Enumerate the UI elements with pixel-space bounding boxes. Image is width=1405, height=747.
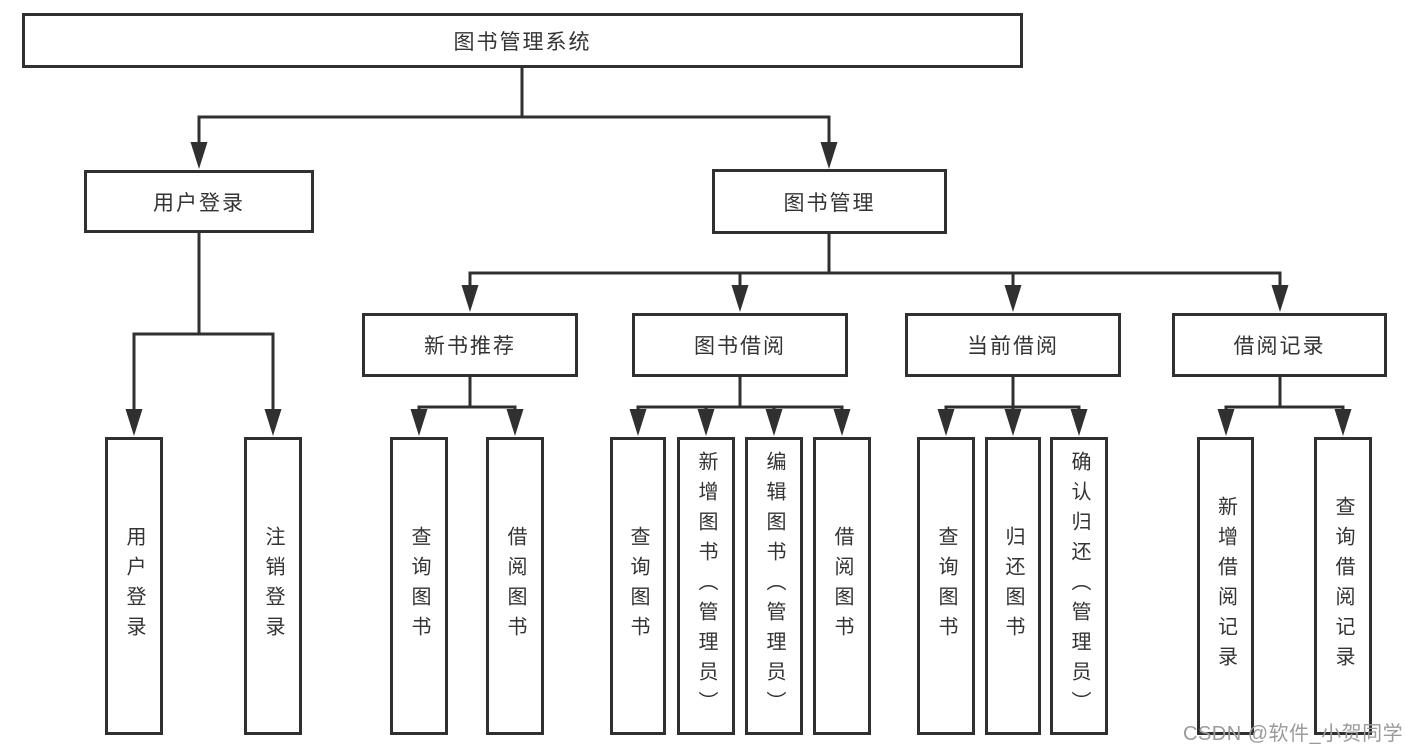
node-borrow-records: 借阅记录 bbox=[1172, 313, 1387, 377]
leaf-label: 借阅图书 bbox=[831, 526, 853, 646]
node-user-login: 用户登录 bbox=[84, 170, 314, 233]
node-current-borrowing: 当前借阅 bbox=[905, 313, 1121, 377]
node-query-books-recommend: 查询图书 bbox=[390, 437, 448, 735]
node-user-login-leaf: 用户登录 bbox=[105, 437, 163, 735]
node-borrow-books-leaf: 借阅图书 bbox=[813, 437, 871, 735]
leaf-label: 新增借阅记录 bbox=[1214, 496, 1237, 676]
leaf-label: 借阅图书 bbox=[504, 526, 526, 646]
leaf-label: 编辑图书（管理员） bbox=[763, 451, 785, 721]
leaf-label: 注销登录 bbox=[262, 526, 284, 646]
node-logout: 注销登录 bbox=[244, 437, 302, 735]
leaf-label: 查询图书 bbox=[408, 526, 430, 646]
node-query-borrow-record: 查询借阅记录 bbox=[1314, 437, 1372, 735]
node-return-books: 归还图书 bbox=[985, 437, 1041, 735]
node-book-borrowing: 图书借阅 bbox=[632, 313, 848, 377]
leaf-label: 查询借阅记录 bbox=[1332, 496, 1354, 676]
node-new-book-recommend: 新书推荐 bbox=[362, 313, 578, 377]
node-confirm-return-admin: 确认归还（管理员） bbox=[1050, 437, 1108, 735]
node-query-books-current: 查询图书 bbox=[917, 437, 975, 735]
leaf-label: 确认归还（管理员） bbox=[1068, 451, 1090, 721]
node-add-borrow-record: 新增借阅记录 bbox=[1197, 437, 1254, 735]
leaf-label: 查询图书 bbox=[627, 526, 649, 646]
node-edit-book-admin: 编辑图书（管理员） bbox=[745, 437, 803, 735]
node-add-book-admin: 新增图书（管理员） bbox=[677, 437, 735, 735]
watermark: CSDN @软件_小贺同学 bbox=[1183, 723, 1404, 745]
leaf-label: 归还图书 bbox=[1002, 526, 1024, 646]
node-library-system: 图书管理系统 bbox=[22, 13, 1023, 68]
node-book-management: 图书管理 bbox=[712, 169, 947, 234]
node-borrow-books-recommend: 借阅图书 bbox=[486, 437, 544, 735]
leaf-label: 查询图书 bbox=[935, 526, 957, 646]
leaf-label: 用户登录 bbox=[123, 526, 145, 646]
leaf-label: 新增图书（管理员） bbox=[695, 451, 717, 721]
node-query-books-borrowing: 查询图书 bbox=[610, 437, 666, 735]
